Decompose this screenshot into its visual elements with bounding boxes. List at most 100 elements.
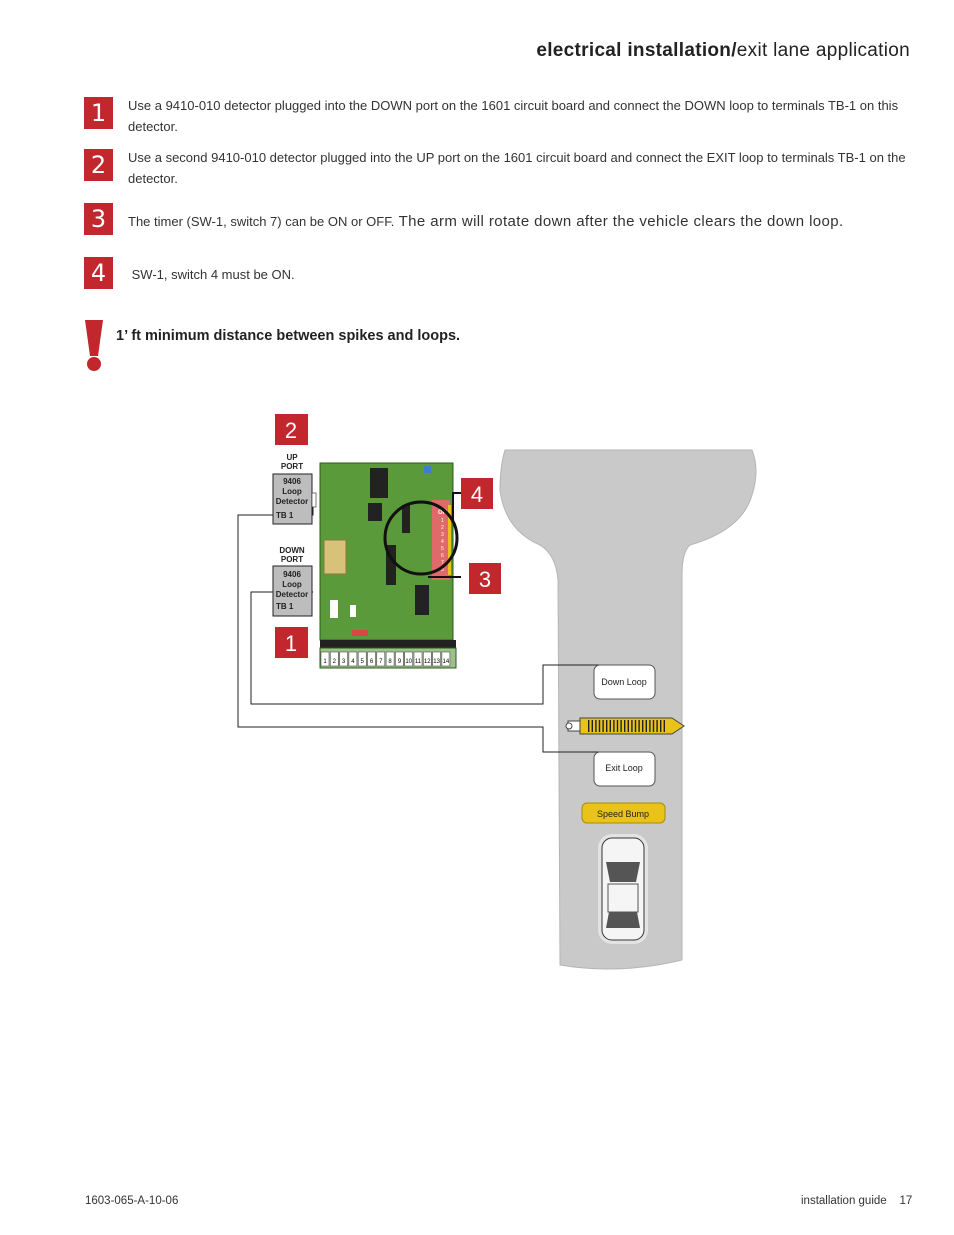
svg-text:3: 3 <box>479 567 491 592</box>
arm-stripe <box>663 720 665 732</box>
arm-stripe <box>656 720 658 732</box>
terminal-block <box>339 651 348 667</box>
step-1-text: Use a 9410-010 detector plugged into the… <box>128 98 899 134</box>
switch-number: 2 <box>441 525 444 531</box>
terminal-number: 2 <box>333 659 337 665</box>
terminal-number: 14 <box>443 659 450 665</box>
terminal-block <box>330 651 339 667</box>
title-rest: exit lane application <box>736 40 910 61</box>
switch-number: 7 <box>441 560 444 566</box>
terminal-block <box>413 651 423 667</box>
arm-stripe <box>645 720 647 732</box>
terminal-block <box>348 651 358 667</box>
terminal-number: 13 <box>433 659 440 665</box>
speed-bump-label: Speed Bump <box>597 809 649 819</box>
arm-stripe <box>595 720 597 732</box>
up-detector-line-1: 9406 <box>283 477 301 486</box>
arm-stripe <box>638 720 640 732</box>
arm-stripe <box>631 720 633 732</box>
exit-loop-wire <box>237 500 600 753</box>
down-detector-tb: TB 1 <box>276 602 294 611</box>
doc-code: 1603-065-A-10-06 <box>85 1195 179 1207</box>
terminal-block <box>367 651 376 667</box>
arm-stripe <box>606 720 608 732</box>
speed-bump <box>581 802 666 824</box>
terminal-block <box>423 651 432 667</box>
arm-stripe <box>634 720 637 732</box>
arm-stripe <box>609 720 611 732</box>
down-detector-line-1: 9406 <box>283 570 301 579</box>
warning-icon <box>85 320 103 371</box>
arm-stripe <box>652 720 655 732</box>
terminal-block <box>432 651 441 667</box>
up-port-label-1: UP <box>286 453 298 462</box>
arm-stripe <box>588 720 590 732</box>
terminal-number: 1 <box>323 659 327 665</box>
callout-3-badge <box>469 563 501 594</box>
footer-guide: installation guide 17 <box>801 1195 913 1207</box>
terminal-block <box>385 651 395 667</box>
callout-4-leader <box>452 492 461 520</box>
terminal-number: 12 <box>424 659 431 665</box>
terminal-block <box>376 651 386 667</box>
arm-stripe <box>616 720 619 732</box>
callout-1-badge <box>275 627 308 658</box>
step-3-text: The timer (SW-1, switch 7) can be ON or … <box>128 213 844 230</box>
svg-text:2: 2 <box>285 418 297 443</box>
switch-number: 4 <box>441 539 444 545</box>
terminal-block <box>404 651 413 667</box>
car-icon <box>598 834 648 944</box>
zoom-circle <box>383 500 459 576</box>
terminal-number: 4 <box>351 659 355 665</box>
down-detector-line-2: Loop <box>282 580 302 589</box>
terminal-number: 7 <box>379 659 383 665</box>
page-number: 17 <box>899 1195 913 1207</box>
terminal-block <box>357 651 367 667</box>
switch-number: 6 <box>441 553 444 559</box>
arm-stripe <box>627 720 629 732</box>
step-2-badge: 2 <box>84 149 113 181</box>
road <box>499 449 757 970</box>
switch-number: 5 <box>441 546 444 552</box>
arm-stripe <box>642 720 644 732</box>
svg-text:1: 1 <box>285 631 297 656</box>
arm-stripe <box>591 720 593 732</box>
up-detector <box>272 473 317 525</box>
terminal-number: 5 <box>361 659 365 665</box>
terminal-block <box>395 651 404 667</box>
warning-text: 1’ ft minimum distance between spikes an… <box>116 328 461 344</box>
arm-stripe <box>613 720 615 732</box>
switch-number: 8 <box>441 567 444 573</box>
arm-stripe <box>602 720 604 732</box>
terminal-block <box>320 651 330 667</box>
down-port-label-1: DOWN <box>279 546 305 555</box>
title-bold: electrical installation/ <box>536 40 737 61</box>
step-1-badge: 1 <box>84 97 113 129</box>
terminal-block <box>441 651 451 667</box>
switch-number: 1 <box>441 518 444 524</box>
exit-loop-label: Exit Loop <box>605 763 643 773</box>
callout-2-badge <box>275 414 308 445</box>
arm-stripe <box>624 720 626 732</box>
step-4-badge: 4 <box>84 257 113 289</box>
exit-loop <box>593 751 656 787</box>
step-4-text: SW-1, switch 4 must be ON. <box>128 267 295 282</box>
circuit-board <box>319 462 457 669</box>
callout-4-badge <box>461 478 493 509</box>
terminal-number: 3 <box>342 659 346 665</box>
terminal-number: 6 <box>370 659 374 665</box>
gate-arm <box>565 717 685 735</box>
up-detector-line-3: Detector <box>276 497 308 506</box>
step-3-badge: 3 <box>84 203 113 235</box>
down-loop <box>593 664 656 700</box>
down-loop-label: Down Loop <box>601 677 647 687</box>
terminal-number: 10 <box>405 659 412 665</box>
up-detector-tb: TB 1 <box>276 511 294 520</box>
switch-number: 3 <box>441 532 444 538</box>
arm-stripe <box>620 720 622 732</box>
down-detector-line-3: Detector <box>276 590 308 599</box>
arm-stripe <box>660 720 662 732</box>
